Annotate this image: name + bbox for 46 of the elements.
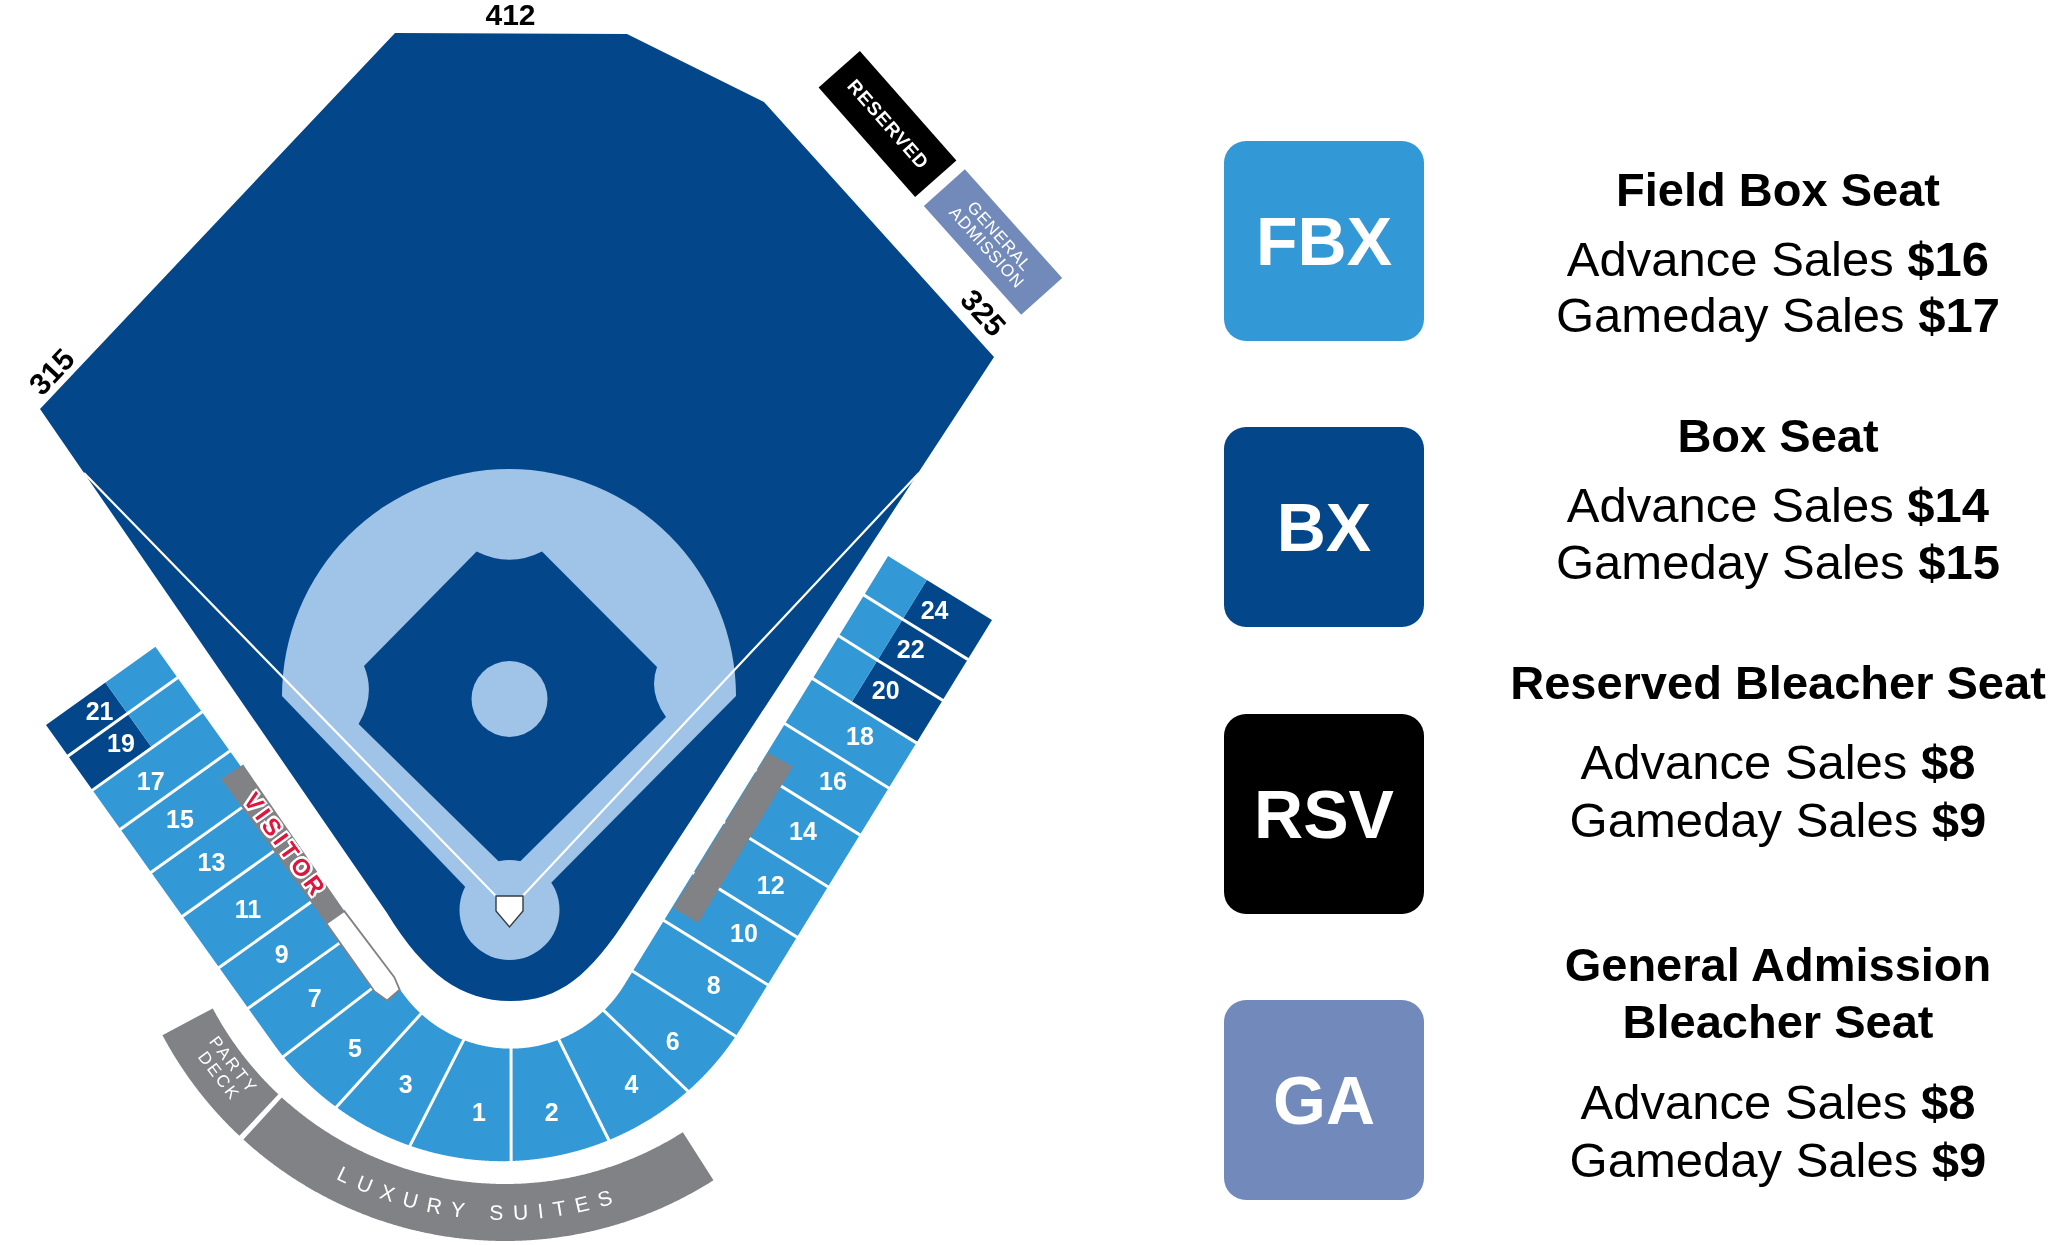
category-title: Field Box Seat xyxy=(1616,162,1940,218)
price-line: Advance Sales $14 xyxy=(1566,481,1990,530)
distance-label: 325 xyxy=(954,284,1011,342)
price-line: Gameday Sales $15 xyxy=(1556,537,2000,587)
section-number: 8 xyxy=(706,972,721,998)
section-number: 16 xyxy=(819,768,847,794)
section-number: 1 xyxy=(472,1099,486,1125)
category-code: FBX xyxy=(1256,207,1392,275)
price-line: Gameday Sales $9 xyxy=(1569,795,1987,845)
section-number: 6 xyxy=(665,1028,680,1054)
category-badge xyxy=(1224,714,1424,914)
category-code: RSV xyxy=(1254,780,1394,848)
price-line: Gameday Sales $9 xyxy=(1569,1135,1987,1185)
category-badge xyxy=(1224,427,1424,627)
category-badge xyxy=(1224,1000,1424,1200)
section-number: 19 xyxy=(107,730,135,756)
category-code: BX xyxy=(1276,493,1372,561)
section-number: 24 xyxy=(920,597,949,623)
category-title: Box Seat xyxy=(1677,407,1879,464)
price-line: Gameday Sales $17 xyxy=(1556,291,2000,340)
category-code: GA xyxy=(1273,1066,1375,1134)
section-number: 12 xyxy=(756,872,785,898)
section-number: 13 xyxy=(197,849,226,875)
section-number: 3 xyxy=(398,1071,413,1097)
section-number: 15 xyxy=(166,806,194,832)
category-title: General Admission Bleacher Seat xyxy=(1563,936,1993,1051)
section-number: 5 xyxy=(348,1035,362,1060)
section-number: 17 xyxy=(136,768,165,794)
section-number: 2 xyxy=(544,1099,559,1125)
section-number: 4 xyxy=(624,1071,639,1097)
price-line: Advance Sales $16 xyxy=(1566,235,1990,284)
section-number: 21 xyxy=(85,698,114,724)
distance-label: 315 xyxy=(23,343,81,401)
section-number: 9 xyxy=(274,941,289,967)
distance-label: 412 xyxy=(485,0,536,30)
section-number: 18 xyxy=(846,723,874,749)
section-number: 20 xyxy=(871,677,900,703)
section-number: 11 xyxy=(234,896,262,922)
section-number: 7 xyxy=(307,985,322,1010)
section-number: 10 xyxy=(730,920,758,946)
price-line: Advance Sales $8 xyxy=(1580,1078,1976,1127)
category-badge xyxy=(1224,141,1424,341)
section-number: 22 xyxy=(896,636,925,662)
category-title: Reserved Bleacher Seat xyxy=(1510,655,2046,711)
section-number: 14 xyxy=(789,818,817,844)
price-line: Advance Sales $8 xyxy=(1580,738,1976,787)
